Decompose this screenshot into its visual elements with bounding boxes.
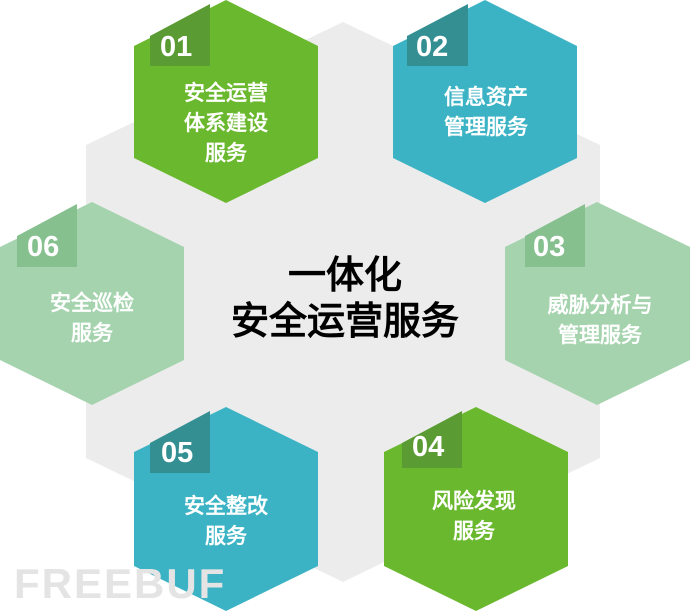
number-tab-04 bbox=[402, 411, 462, 468]
service-hex-02 bbox=[393, 0, 577, 203]
service-number-06: 06 bbox=[27, 231, 60, 263]
service-label-03: 威胁分析与 管理服务 bbox=[515, 290, 685, 350]
service-label-02-line1: 信息资产 bbox=[444, 85, 528, 109]
service-label-06-line1: 安全巡检 bbox=[50, 291, 134, 315]
service-number-04: 04 bbox=[412, 431, 445, 463]
service-label-01: 安全运营 体系建设 服务 bbox=[150, 78, 302, 168]
service-label-03-line1: 威胁分析与 bbox=[547, 293, 653, 317]
service-number-03: 03 bbox=[533, 231, 566, 263]
service-label-04: 风险发现 服务 bbox=[398, 486, 550, 546]
service-hex-03 bbox=[505, 202, 690, 405]
service-label-06-line2: 服务 bbox=[71, 321, 113, 345]
service-number-01: 01 bbox=[160, 31, 193, 63]
service-label-05-line2: 服务 bbox=[205, 524, 247, 548]
number-tab-01 bbox=[150, 4, 210, 66]
service-hex-06 bbox=[0, 202, 184, 405]
service-hex-01 bbox=[134, 0, 318, 203]
number-tab-02 bbox=[407, 4, 468, 66]
center-title: 一体化 安全运营服务 bbox=[195, 252, 495, 344]
service-label-01-line2: 体系建设 bbox=[184, 111, 268, 135]
number-tab-03 bbox=[525, 204, 585, 267]
service-label-05: 安全整改 服务 bbox=[150, 491, 302, 551]
service-label-01-line1: 安全运营 bbox=[184, 81, 268, 105]
service-label-04-line2: 服务 bbox=[453, 519, 495, 543]
number-tab-05 bbox=[150, 411, 210, 473]
freebuf-watermark: FREEBUF bbox=[14, 560, 227, 607]
center-title-line1: 一体化 bbox=[287, 253, 402, 297]
center-title-line2: 安全运营服务 bbox=[230, 299, 459, 343]
number-tab-06 bbox=[17, 204, 77, 267]
service-number-02: 02 bbox=[416, 31, 449, 63]
service-hex-04 bbox=[384, 407, 568, 611]
service-label-02-line2: 管理服务 bbox=[444, 115, 528, 139]
service-label-03-line2: 管理服务 bbox=[558, 323, 642, 347]
service-label-02: 信息资产 管理服务 bbox=[410, 82, 562, 142]
service-hex-05 bbox=[134, 407, 318, 611]
service-label-04-line1: 风险发现 bbox=[432, 489, 516, 513]
service-number-05: 05 bbox=[161, 437, 194, 469]
service-label-06: 安全巡检 服务 bbox=[16, 288, 168, 348]
service-label-01-line3: 服务 bbox=[205, 141, 247, 165]
service-label-05-line1: 安全整改 bbox=[184, 494, 268, 518]
